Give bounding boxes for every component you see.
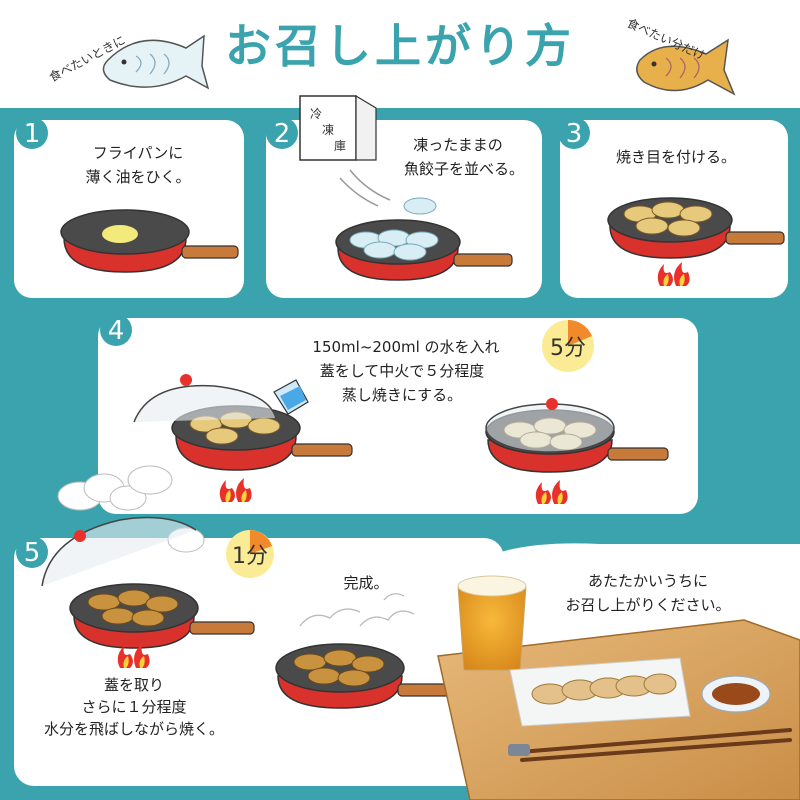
step-5-line-2: さらに１分程度 bbox=[81, 698, 186, 716]
fish-icon-right bbox=[636, 38, 736, 96]
frying-pan-icon bbox=[607, 197, 785, 259]
frying-pan-icon bbox=[69, 583, 255, 649]
oil-icon bbox=[102, 225, 138, 243]
serve-line-1: あたたかいうちに bbox=[588, 572, 708, 590]
flame-icon bbox=[657, 262, 690, 286]
frying-pan-icon bbox=[133, 374, 353, 471]
frying-pan-icon bbox=[485, 398, 669, 473]
step-1: 1 フライパンに 薄く油をひく。 bbox=[14, 117, 244, 298]
steam-icon bbox=[299, 593, 415, 627]
step-5-timer: 1分 bbox=[232, 544, 268, 569]
step-1-number: 1 bbox=[24, 119, 41, 149]
step-1-line-2: 薄く油をひく。 bbox=[85, 168, 190, 186]
step-3-line-1: 焼き目を付ける。 bbox=[616, 148, 736, 166]
flame-icon bbox=[117, 644, 150, 668]
frying-pan-icon bbox=[275, 643, 459, 709]
step-4-line-2: 蓋をして中火で５分程度 bbox=[320, 362, 485, 380]
step-4-timer: 5分 bbox=[550, 336, 586, 361]
freezer-icon: 冷 凍 庫 bbox=[299, 94, 377, 161]
step-1-line-1: フライパンに bbox=[93, 144, 183, 162]
step-5-line-3: 水分を飛ばしながら焼く。 bbox=[44, 720, 224, 738]
flame-icon bbox=[535, 480, 568, 504]
frying-pan-icon bbox=[60, 209, 239, 273]
freezer-label-1: 冷 bbox=[310, 107, 322, 121]
step-5-line-1: 蓋を取り bbox=[104, 676, 164, 694]
step-4-line-1: 150ml~200ml の水を入れ bbox=[312, 338, 499, 356]
step-2: 2 冷 凍 庫 凍ったままの 魚餃子を並べる。 bbox=[266, 94, 542, 298]
step-3: 3 焼き目を付ける。 bbox=[558, 117, 788, 298]
fish-icon-left bbox=[102, 34, 210, 90]
step-4-line-3: 蒸し焼きにする。 bbox=[342, 386, 462, 404]
freezer-label-3: 庫 bbox=[334, 139, 346, 153]
frying-pan-icon bbox=[335, 169, 513, 281]
lid-icon bbox=[133, 384, 277, 423]
gyoza-plate-image bbox=[509, 657, 691, 727]
step-2-number: 2 bbox=[274, 119, 291, 149]
sauce-dish-image bbox=[701, 675, 771, 713]
chopsticks-image bbox=[508, 728, 792, 762]
serve-line-2: お召し上がりください。 bbox=[565, 596, 730, 614]
timer-icon: 1分 bbox=[226, 530, 274, 578]
complete-label: 完成。 bbox=[343, 574, 388, 592]
step-3-number: 3 bbox=[566, 119, 583, 149]
timer-icon: 5分 bbox=[542, 320, 594, 372]
step-5: 5 bbox=[14, 465, 504, 786]
step-2-line-2: 魚餃子を並べる。 bbox=[404, 160, 524, 178]
freezer-label-2: 凍 bbox=[322, 123, 334, 137]
beer-glass-image bbox=[457, 575, 527, 671]
water-cup-icon bbox=[273, 379, 309, 415]
step-4: 4 150ml~200ml の水を入れ 蓋をして中火で５分程度 蒸し焼きにする。… bbox=[98, 314, 698, 514]
step-4-number: 4 bbox=[108, 316, 125, 346]
step-2-line-1: 凍ったままの bbox=[413, 136, 503, 154]
lid-icon bbox=[485, 403, 615, 453]
serving-area: あたたかいうちに お召し上がりください。 bbox=[437, 543, 800, 800]
page-title: お召し上がり方 bbox=[225, 19, 575, 73]
flame-icon bbox=[219, 478, 252, 502]
step-5-number: 5 bbox=[24, 538, 41, 568]
